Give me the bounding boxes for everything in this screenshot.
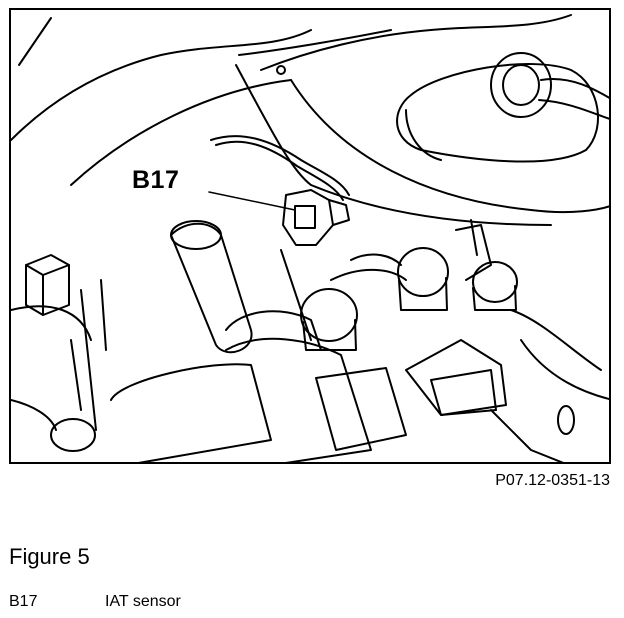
- engine-line-drawing: [11, 14, 609, 462]
- engine-bay-illustration: [9, 8, 611, 464]
- figure-reference-code: P07.12-0351-13: [495, 472, 610, 489]
- legend-code: B17: [9, 593, 38, 610]
- b17-callout-label: B17: [132, 166, 180, 194]
- legend-description: IAT sensor: [105, 593, 181, 610]
- figure-title: Figure 5: [9, 544, 90, 569]
- legend-row: B17 IAT sensor: [9, 593, 181, 611]
